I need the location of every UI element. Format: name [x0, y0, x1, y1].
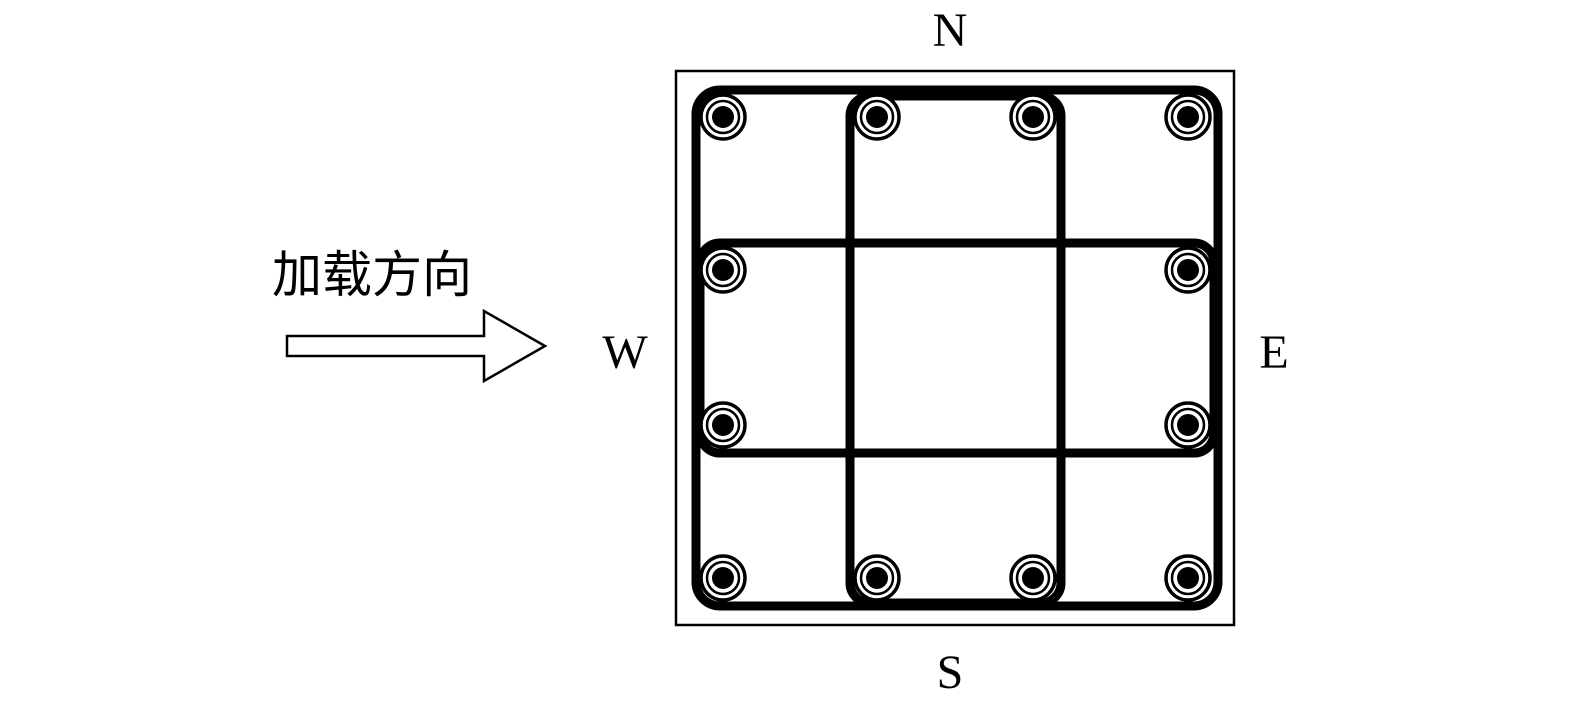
load-direction-label: 加载方向 — [272, 246, 472, 304]
rebar — [699, 93, 747, 141]
rebar — [1164, 93, 1212, 141]
rebar — [853, 554, 901, 602]
rebar — [699, 554, 747, 602]
outer-hoop — [691, 85, 1223, 611]
load-direction-arrow-icon — [285, 308, 548, 384]
concrete-section-outline — [674, 69, 1236, 627]
inner-vertical-hoop — [845, 91, 1066, 608]
rebar — [1164, 554, 1212, 602]
north-label: N — [933, 4, 968, 57]
rebar — [1009, 93, 1057, 141]
rebar-group — [699, 93, 1212, 602]
rebar — [1164, 401, 1212, 449]
rebar — [1164, 246, 1212, 294]
east-label: E — [1259, 326, 1288, 379]
rebar — [699, 246, 747, 294]
rebar — [699, 401, 747, 449]
south-label: S — [937, 646, 964, 699]
west-label: W — [602, 326, 648, 379]
rebar — [853, 93, 901, 141]
rebar — [1009, 554, 1057, 602]
inner-horizontal-hoop — [695, 238, 1219, 458]
